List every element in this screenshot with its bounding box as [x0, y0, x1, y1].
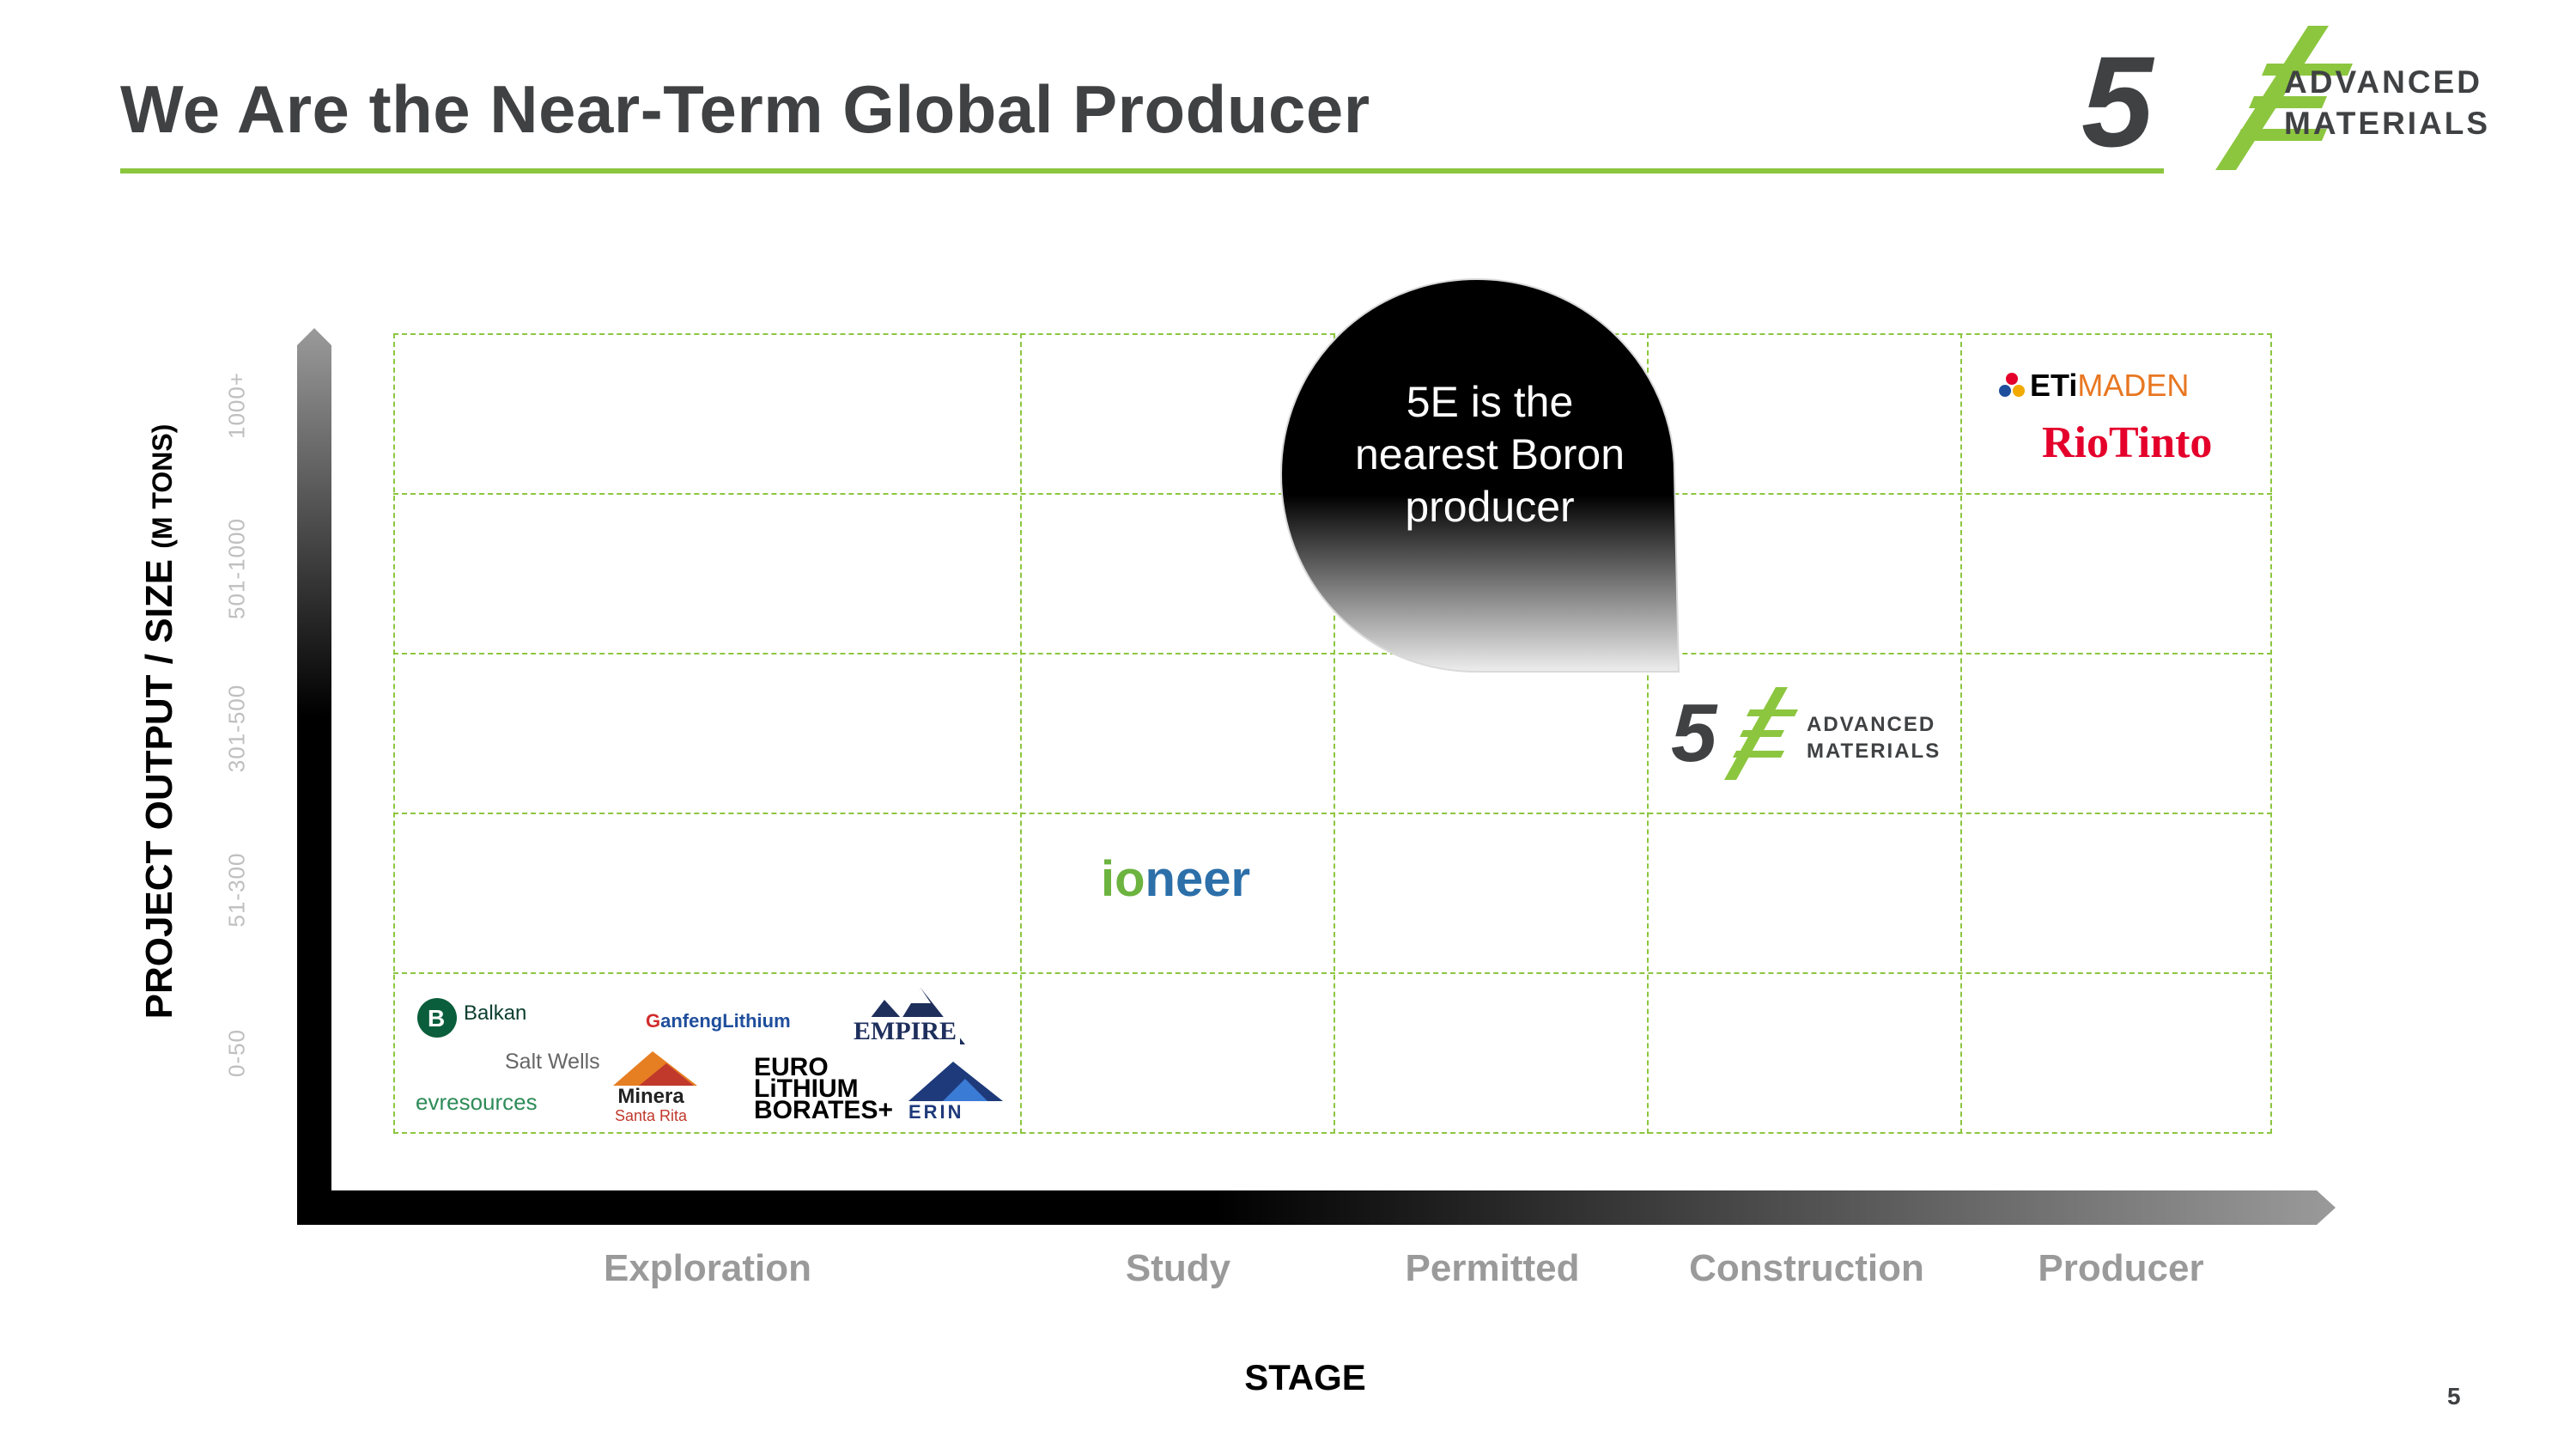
stage-label-producer: Producer: [2038, 1247, 2204, 1289]
svg-text:B: B: [428, 1005, 445, 1032]
y-tick-label: 1000+: [223, 371, 250, 440]
euro-lithium-borates-logo: EURO LiTHIUM BORATES+: [754, 1053, 893, 1124]
balkan-emblem-icon: B: [417, 998, 457, 1038]
5e-company-line: ADVANCED: [1807, 713, 1936, 736]
evresources-logo: evresources: [416, 1089, 538, 1115]
grid-divider: [393, 813, 2272, 814]
erin-ventures-logo: ERIN: [908, 1101, 964, 1123]
logo-line-1: ADVANCED: [2284, 64, 2482, 100]
y-axis-label-main: PROJECT OUTPUT / SIZE: [138, 559, 180, 1020]
euro-line: BORATES+: [754, 1096, 893, 1124]
empire-metals-logo: EMPIRE: [850, 1017, 960, 1046]
etimaden-emblem-icon: [1999, 373, 2025, 397]
stage-label-study: Study: [1125, 1247, 1231, 1289]
stage-label-permitted: Permitted: [1405, 1247, 1580, 1289]
salt-wells-label: Salt Wells: [505, 1050, 600, 1074]
callout-line: 5E is the: [1406, 378, 1574, 426]
grid-divider: [1334, 333, 1335, 1134]
grid-divider: [1647, 333, 1649, 1134]
svg-text:5: 5: [2081, 29, 2155, 174]
balkan-logo: Balkan: [464, 1002, 527, 1025]
minera-subname: Santa Rita: [615, 1107, 688, 1124]
grid-divider: [1960, 333, 1962, 1134]
y-axis-label: PROJECT OUTPUT / SIZE (M TONS): [138, 424, 181, 1020]
etimaden-logo-part: MADEN: [2077, 368, 2190, 403]
stage-label-construction: Construction: [1689, 1247, 1924, 1289]
ioneer-logo: ioneer: [1101, 850, 1250, 908]
ganfeng-logo-part: G: [646, 1010, 661, 1032]
y-tick-label: 51-300: [223, 852, 250, 928]
callout-line: producer: [1405, 483, 1575, 531]
x-axis-label: STAGE: [1244, 1357, 1366, 1397]
matrix-grid: [393, 333, 2272, 1134]
grid-divider: [393, 972, 2272, 974]
svg-text:5: 5: [1671, 687, 1718, 779]
ioneer-logo-part: io: [1101, 851, 1145, 907]
5e-company-logo-icon: 5: [1671, 687, 1798, 780]
y-tick-label: 501-1000: [223, 518, 250, 619]
riotinto-logo: RioTinto: [2042, 418, 2213, 467]
minera-name: Minera: [617, 1085, 684, 1108]
grid-divider: [1020, 333, 1022, 1134]
callout-text: 5E is the nearest Boron producer: [1322, 376, 1657, 533]
5e-logo-icon: 5: [2081, 26, 2353, 174]
title-underline: [120, 168, 2164, 174]
callout-bubble: [1279, 277, 1680, 673]
y-tick-label: 301-500: [223, 684, 250, 773]
ganfeng-lithium-logo: GanfengLithium: [646, 1010, 791, 1032]
ioneer-logo-part: neer: [1145, 851, 1251, 907]
minera-mountain-icon: [613, 1051, 697, 1086]
page-number: 5: [2447, 1383, 2461, 1409]
minera-santa-rita-logo: Minera Santa Rita: [615, 1087, 687, 1125]
etimaden-logo: ETiMADEN: [2030, 368, 2189, 404]
callout-line: nearest Boron: [1354, 430, 1625, 478]
logo-wordmark: ADVANCED MATERIALS: [2284, 62, 2490, 144]
y-axis-label-unit: (M TONS): [147, 423, 178, 549]
page-title: We Are the Near-Term Global Producer: [120, 71, 1370, 147]
stage-label-exploration: Exploration: [603, 1247, 812, 1289]
euro-line: LiTHIUM: [754, 1075, 859, 1103]
logo-line-2: MATERIALS: [2284, 106, 2491, 141]
erin-mountain-icon: [908, 1062, 1003, 1101]
5e-company-line: MATERIALS: [1807, 740, 1941, 763]
ganfeng-logo-part: anfengLithium: [660, 1010, 791, 1032]
5e-company-wordmark: ADVANCED MATERIALS: [1807, 711, 1941, 764]
y-tick-label: 0-50: [223, 1028, 250, 1078]
etimaden-logo-part: ETi: [2030, 368, 2078, 403]
grid-divider: [393, 653, 2272, 654]
euro-line: EURO: [754, 1053, 829, 1081]
